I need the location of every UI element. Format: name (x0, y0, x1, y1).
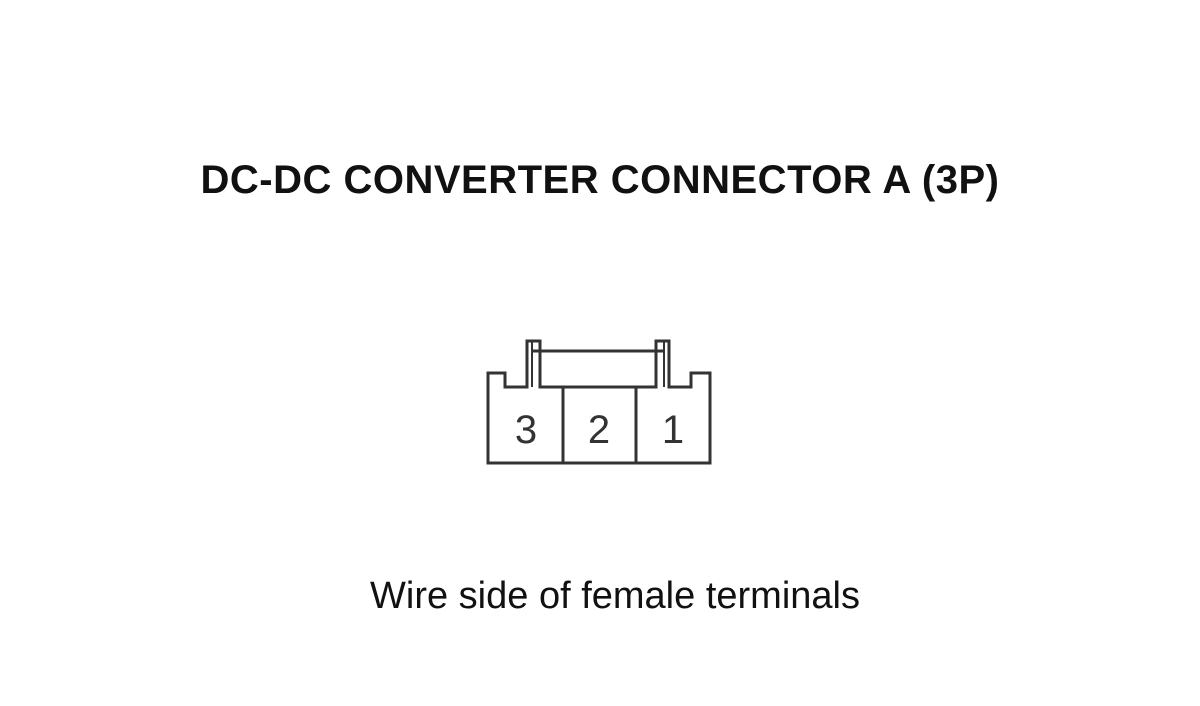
connector-diagram: 3 2 1 (486, 339, 712, 465)
terminal-label-1: 1 (662, 408, 684, 452)
diagram-caption: Wire side of female terminals (370, 575, 860, 617)
terminal-label-3: 3 (515, 408, 537, 452)
terminal-label-2: 2 (588, 408, 610, 452)
connector-outline (486, 339, 712, 465)
diagram-title: DC-DC CONVERTER CONNECTOR A (3P) (200, 158, 1000, 202)
